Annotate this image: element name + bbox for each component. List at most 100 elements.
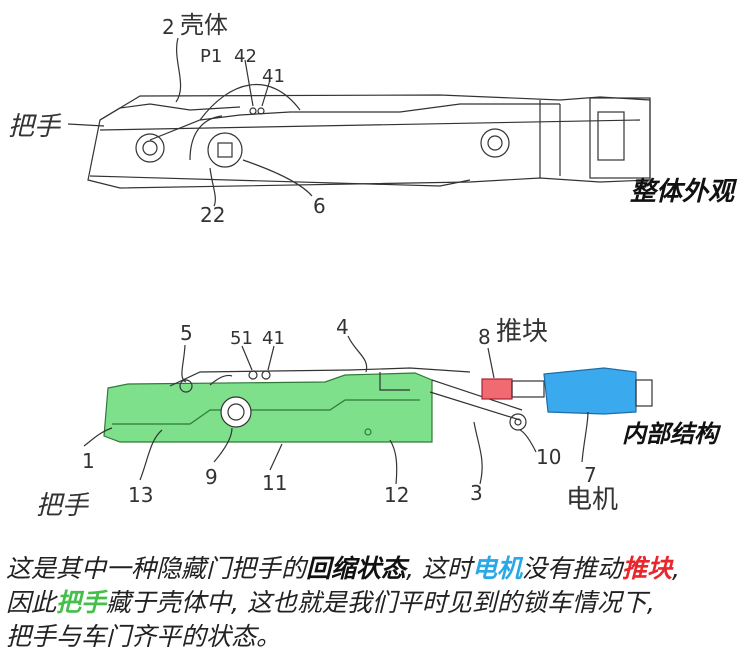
push-block	[481, 378, 513, 400]
motor-body	[543, 367, 637, 415]
diagram-canvas: 2 壳体 P1 42 41 把手 22 6 整体外观	[8, 11, 739, 521]
leader-2	[175, 37, 182, 103]
leader-1	[83, 427, 113, 447]
label-42: 42	[234, 46, 257, 67]
top-assembly-drawing	[67, 37, 651, 207]
pivot-shaft-outer	[207, 132, 243, 168]
label-push-block: 推块	[496, 317, 548, 347]
leader-6	[242, 159, 313, 197]
caption-l3-a: 把手与车门齐平的状态。	[6, 622, 282, 651]
pin-42	[249, 107, 257, 115]
leader-13	[139, 429, 163, 481]
arm-4	[169, 367, 471, 387]
pivot-10	[509, 413, 527, 431]
leader-4	[347, 335, 368, 373]
label-12: 12	[384, 483, 409, 507]
bottom-labels: 5 51 41 4 8 推块 1 把手 13 9 11 12 3 10 7 电机…	[36, 315, 722, 521]
right-mount-hub	[487, 135, 503, 151]
inner-rail	[99, 119, 641, 131]
label-p1: P1	[200, 46, 222, 67]
caption-line-3: 把手与车门齐平的状态。	[6, 620, 742, 654]
caption-l2-c: 藏于壳体中, 这也就是我们平时见到的锁车情况下,	[106, 588, 655, 617]
label-5: 5	[180, 321, 193, 345]
leader-8	[487, 347, 495, 379]
pin-51	[248, 370, 258, 380]
leader-41	[261, 79, 271, 107]
caption-l1-g: ,	[671, 554, 680, 583]
left-mount-hub	[142, 140, 158, 156]
bracket-4	[379, 372, 410, 391]
housing-bottom-edge	[89, 175, 471, 187]
coupling	[511, 380, 545, 398]
leader-10	[519, 429, 537, 453]
pivot-10-inner	[514, 418, 522, 426]
handle-body	[103, 372, 433, 443]
leader-9	[213, 427, 233, 463]
motor-connector	[635, 379, 653, 407]
label-13: 13	[128, 483, 153, 507]
label-11: 11	[262, 471, 287, 495]
label-9: 9	[205, 465, 218, 489]
arc-13	[209, 374, 233, 386]
label-handle-top: 把手	[8, 112, 62, 142]
leader-12	[389, 439, 398, 485]
leader-42	[244, 59, 254, 107]
caption-l1-c: , 这时	[406, 554, 472, 583]
leader-p1	[199, 83, 301, 121]
leader-22	[209, 167, 216, 207]
leader-41-bottom	[267, 345, 275, 371]
label-shell: 壳体	[180, 11, 228, 39]
label-51: 51	[230, 328, 253, 349]
pivot-9-outer	[220, 396, 252, 428]
caption-l1-retract-state: 回缩状态	[306, 554, 407, 583]
handle-inner-edge	[112, 399, 420, 425]
leader-3	[473, 421, 483, 485]
label-6: 6	[313, 194, 326, 218]
leader-7	[581, 411, 589, 463]
caption-l2-handle: 把手	[56, 588, 107, 617]
caption-l1-a: 这是其中一种隐藏门把手的	[6, 554, 307, 583]
caption-l1-motor: 电机	[471, 554, 522, 583]
housing-outline	[87, 94, 651, 189]
rod-3-lower	[431, 379, 523, 411]
leader-51	[241, 345, 253, 371]
caption-l1-push-block: 推块	[621, 554, 672, 583]
caption-l2-a: 因此	[6, 588, 57, 617]
label-motor: 电机	[566, 485, 618, 515]
bottom-assembly-drawing	[83, 335, 653, 485]
title-overall: 整体外观	[630, 177, 738, 207]
leader-handle-top	[67, 123, 105, 127]
caption: 这是其中一种隐藏门把手的回缩状态, 这时电机没有推动推块, 因此把手藏于壳体中,…	[6, 552, 742, 654]
label-handle-bottom: 把手	[36, 491, 90, 521]
pivot-9-inner	[227, 403, 245, 421]
pin-41-bottom	[261, 370, 271, 380]
pivot-shaft-square	[217, 142, 233, 158]
label-8: 8	[478, 325, 491, 349]
handle-hole	[364, 428, 372, 436]
pivot-5	[179, 379, 193, 393]
top-labels: 2 壳体 P1 42 41 把手 22 6 整体外观	[8, 11, 738, 227]
left-mount-gear	[135, 133, 165, 163]
right-mount-gear	[480, 128, 510, 158]
label-22: 22	[200, 203, 225, 227]
label-4: 4	[336, 315, 349, 339]
pin-41	[257, 107, 265, 115]
end-housing	[589, 97, 651, 179]
leader-5	[181, 344, 187, 383]
housing-edge	[99, 103, 241, 121]
end-housing-window	[597, 111, 625, 161]
label-1: 1	[82, 449, 95, 473]
label-41-bottom: 41	[262, 328, 285, 349]
caption-line-2: 因此把手藏于壳体中, 这也就是我们平时见到的锁车情况下,	[6, 586, 742, 620]
caption-l1-e: 没有推动	[521, 554, 622, 583]
label-10: 10	[536, 445, 561, 469]
end-walls	[539, 100, 561, 178]
label-41-top: 41	[262, 66, 285, 87]
label-2: 2	[162, 15, 175, 39]
arc-22	[189, 115, 223, 161]
leader-11	[269, 443, 283, 471]
rod-3-upper	[429, 391, 521, 421]
title-internal: 内部结构	[622, 420, 722, 448]
caption-line-1: 这是其中一种隐藏门把手的回缩状态, 这时电机没有推动推块,	[6, 552, 742, 586]
label-7: 7	[584, 463, 597, 487]
